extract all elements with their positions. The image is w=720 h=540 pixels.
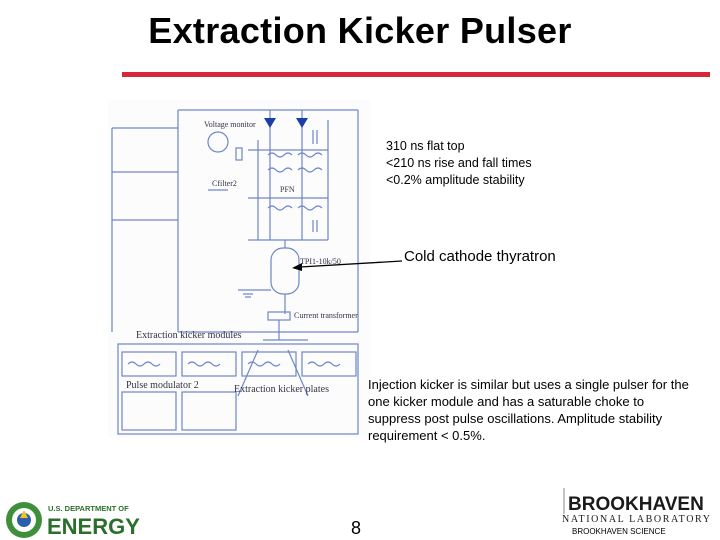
pulser-schematic: Voltage monitor Cfilter2 PFN TPI1-10k/50… [108,100,370,438]
doe-logo-main: ENERGY [47,514,140,539]
diode-icon [264,118,276,128]
bnl-logo-sub: NATIONAL LABORATORY [562,514,712,525]
schematic-label-voltage-monitor: Voltage monitor [204,120,256,129]
bnl-logo-footer: BROOKHAVEN SCIENCE [572,527,666,536]
schematic-label-kicker-plates: Extraction kicker plates [234,384,329,395]
title-underline [122,72,710,77]
schematic-label-current-transformer: Current transformer [294,311,358,320]
slide-title: Extraction Kicker Pulser [148,10,572,51]
schematic-label-pulse-modulator: Pulse modulator 2 [126,380,199,391]
schematic-label-pfn: PFN [280,185,295,194]
doe-logo: U.S. DEPARTMENT OF ENERGY [6,502,140,539]
injection-kicker-note: Injection kicker is similar but uses a s… [368,377,689,443]
callout-arrow-icon [292,260,402,271]
bnl-logo: BROOKHAVEN NATIONAL LABORATORY BROOKHAVE… [560,486,718,540]
schematic-label-cfilter: Cfilter2 [212,179,237,188]
spec-item: <210 ns rise and fall times [386,156,532,170]
doe-logo-top: U.S. DEPARTMENT OF [48,504,129,513]
schematic-label-kicker-modules: Extraction kicker modules [136,330,242,341]
spec-list: 310 ns flat top <210 ns rise and fall ti… [386,138,532,189]
spec-item: <0.2% amplitude stability [386,173,525,187]
page-number: 8 [351,518,362,538]
schematic-label-tpi: TPI1-10k/50 [300,257,341,266]
bnl-logo-main: BROOKHAVEN [568,494,704,515]
spec-item: 310 ns flat top [386,139,465,153]
thyratron-callout: Cold cathode thyratron [404,248,556,265]
diode-icon [296,118,308,128]
